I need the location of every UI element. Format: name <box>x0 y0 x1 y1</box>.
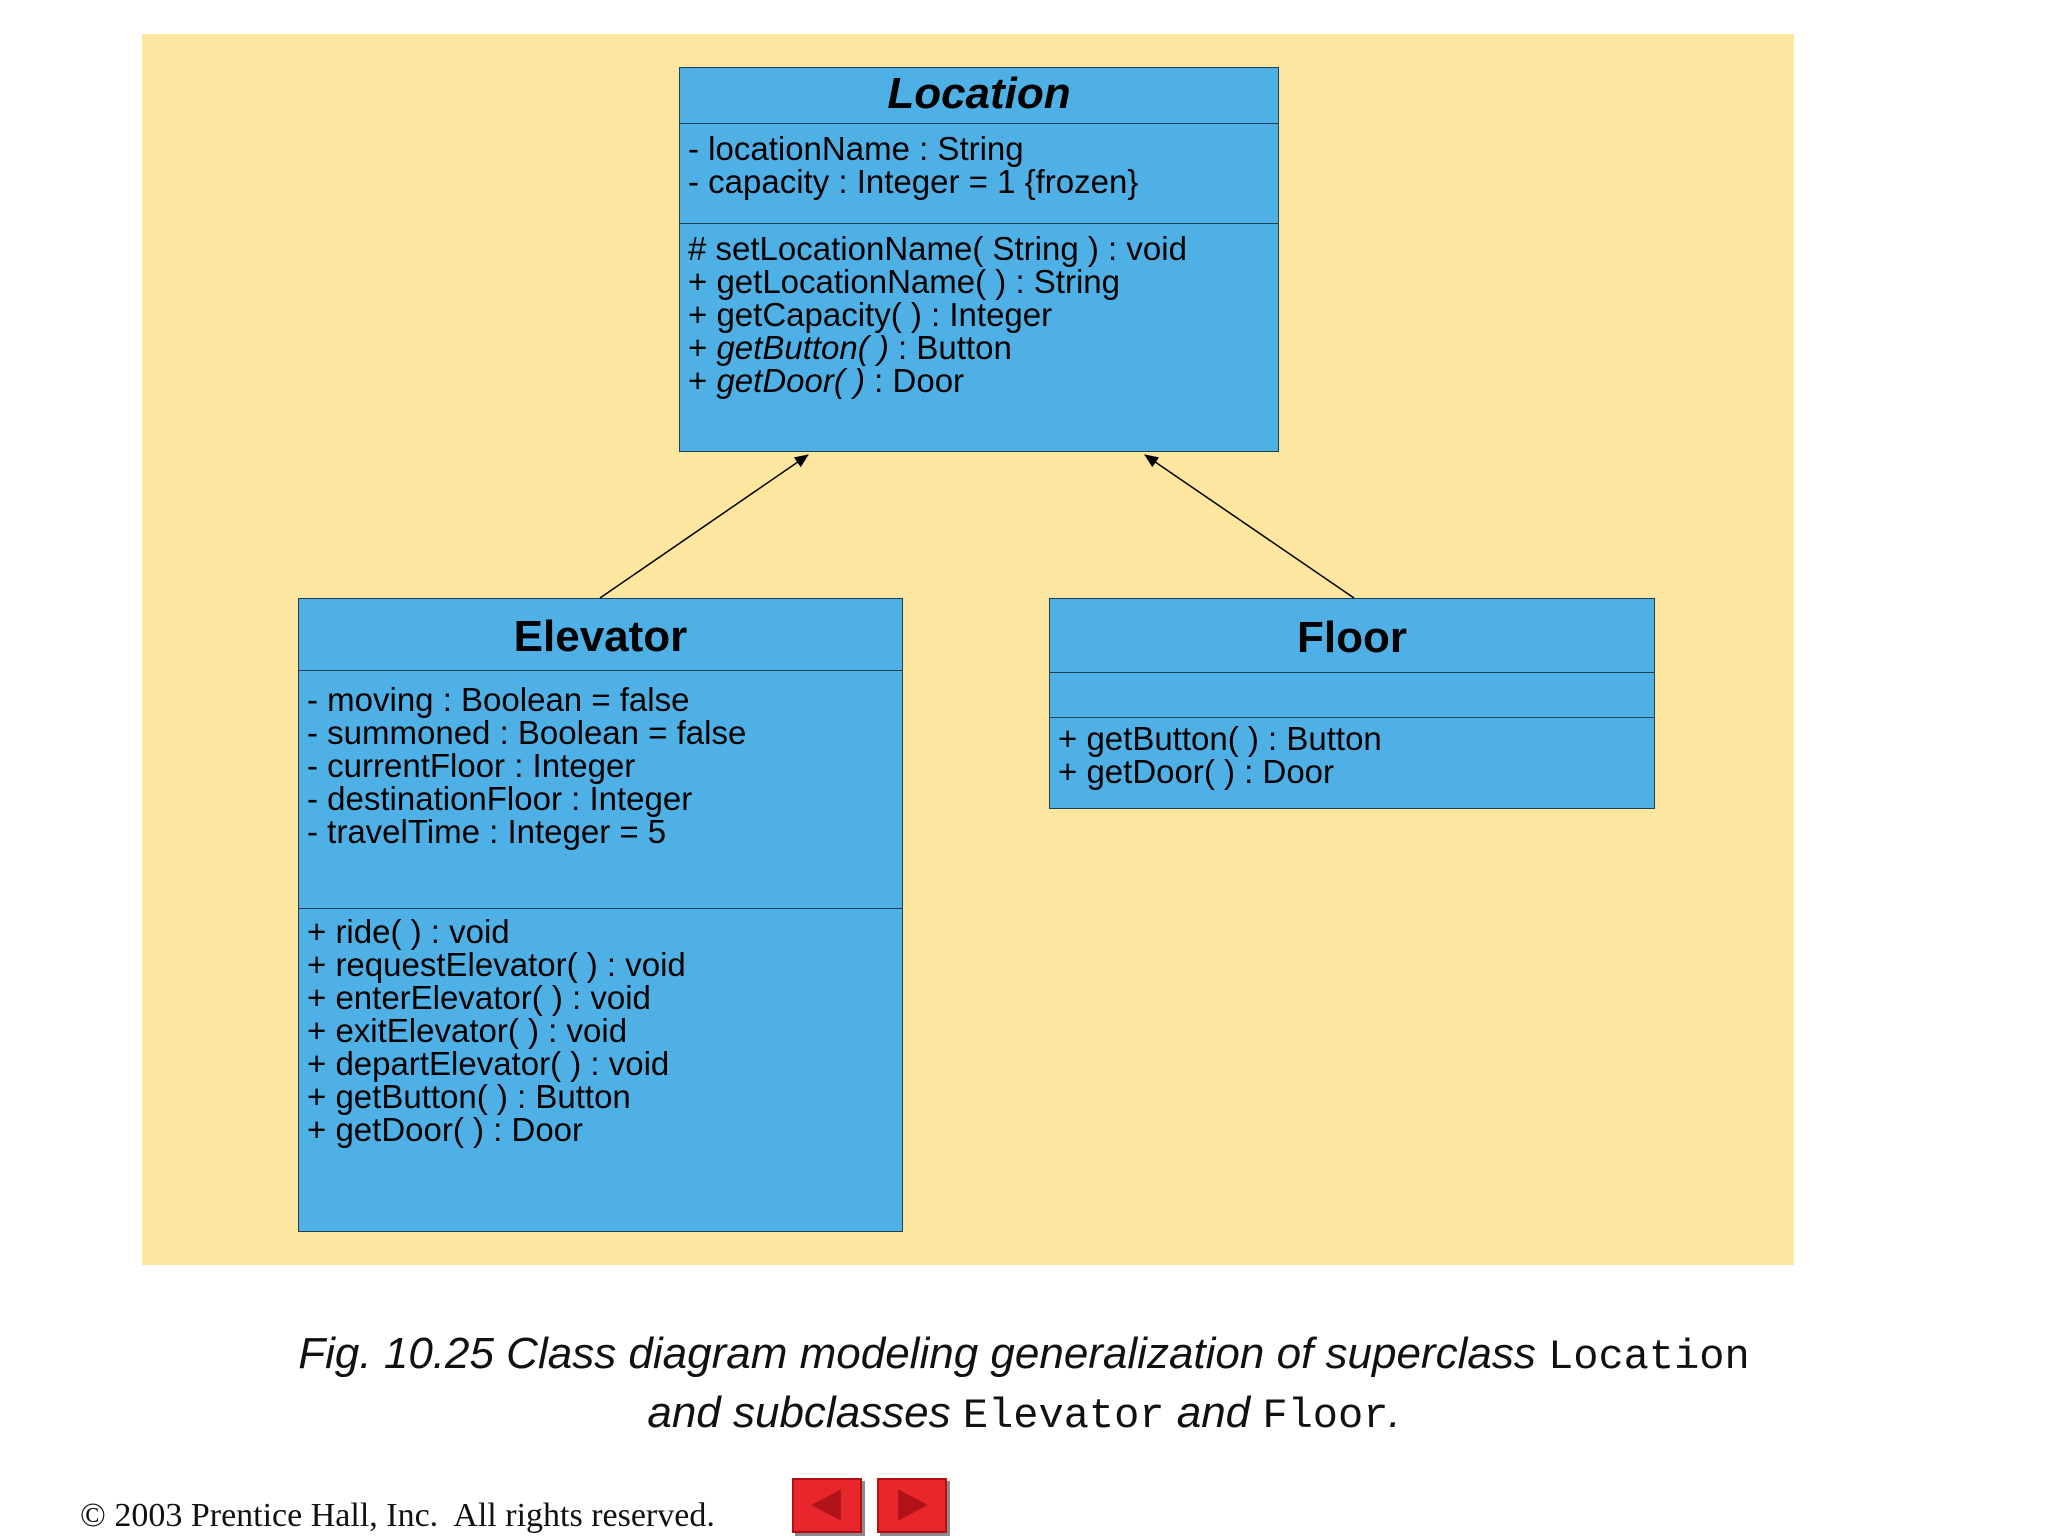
previous-slide-button[interactable] <box>792 1478 862 1533</box>
location-attributes: - locationName : String - capacity : Int… <box>680 124 1278 224</box>
location-operation: # setLocationName( String ) : void <box>688 232 1278 265</box>
right-arrow-icon <box>898 1489 928 1521</box>
location-attribute: - locationName : String <box>688 130 1024 167</box>
caption-line-2: and subclasses Elevator and Floor. <box>0 1385 2048 1444</box>
elevator-operation: + requestElevator( ) : void <box>307 946 686 983</box>
location-operation: + getDoor( ) : Door <box>688 364 1278 397</box>
elevator-operation: + departElevator( ) : void <box>307 1045 670 1082</box>
class-location: Location - locationName : String - capac… <box>679 67 1279 452</box>
floor-operation: + getButton( ) : Button <box>1058 720 1382 757</box>
copyright-notice: © 2003 Prentice Hall, Inc. All rights re… <box>80 1497 715 1534</box>
operation-return: : Button <box>888 329 1012 366</box>
location-operation: + getButton( ) : Button <box>688 331 1278 364</box>
operation-name-abstract: getDoor( ) <box>716 362 866 399</box>
class-floor: Floor + getButton( ) : Button + getDoor(… <box>1049 598 1655 809</box>
location-attribute: - capacity : Integer = 1 {frozen} <box>688 163 1139 200</box>
elevator-operations: + ride( ) : void + requestElevator( ) : … <box>299 909 902 1231</box>
left-arrow-icon <box>811 1489 841 1521</box>
elevator-operation: + exitElevator( ) : void <box>307 1012 628 1049</box>
operation-return: : Integer <box>921 296 1053 333</box>
generalization-floor-to-location <box>1144 454 1355 599</box>
floor-attributes <box>1050 673 1654 718</box>
operation-name: setLocationName( String ) <box>715 230 1099 267</box>
operation-return: : String <box>1006 263 1120 300</box>
elevator-attribute: - travelTime : Integer = 5 <box>307 813 667 850</box>
elevator-attribute: - destinationFloor : Integer <box>307 780 693 817</box>
operation-visibility: + <box>688 296 717 333</box>
next-slide-button[interactable] <box>877 1478 947 1533</box>
operation-name: getLocationName( ) <box>716 263 1007 300</box>
caption-code: Floor <box>1262 1392 1389 1440</box>
elevator-operation: + getButton( ) : Button <box>307 1078 631 1115</box>
caption-text: and <box>1164 1388 1263 1437</box>
operation-visibility: + <box>688 263 717 300</box>
elevator-operation: + ride( ) : void <box>307 913 510 950</box>
operation-return: : Door <box>865 362 965 399</box>
location-operations: # setLocationName( String ) : void + get… <box>680 224 1278 451</box>
class-elevator: Elevator - moving : Boolean = false - su… <box>298 598 903 1232</box>
operation-return: : void <box>1098 230 1187 267</box>
elevator-operation: + enterElevator( ) : void <box>307 979 651 1016</box>
location-operation: + getLocationName( ) : String <box>688 265 1278 298</box>
operation-visibility: # <box>688 230 716 267</box>
class-name-floor: Floor <box>1050 599 1654 673</box>
elevator-operation: + getDoor( ) : Door <box>307 1111 584 1148</box>
elevator-attribute: - currentFloor : Integer <box>307 747 636 784</box>
operation-name: getCapacity( ) <box>716 296 922 333</box>
figure-caption: Fig. 10.25 Class diagram modeling genera… <box>0 1326 2048 1444</box>
operation-visibility: + <box>688 329 717 366</box>
caption-text: . <box>1388 1388 1401 1437</box>
floor-operations: + getButton( ) : Button + getDoor( ) : D… <box>1050 718 1654 808</box>
caption-code: Location <box>1548 1333 1750 1381</box>
class-name-location: Location <box>680 68 1278 124</box>
caption-text: and subclasses <box>647 1388 963 1437</box>
caption-code: Elevator <box>962 1392 1165 1440</box>
floor-operation: + getDoor( ) : Door <box>1058 753 1335 790</box>
operation-visibility: + <box>688 362 717 399</box>
generalization-elevator-to-location <box>599 454 809 599</box>
caption-line-1: Fig. 10.25 Class diagram modeling genera… <box>0 1326 2048 1385</box>
elevator-attribute: - summoned : Boolean = false <box>307 714 747 751</box>
elevator-attributes: - moving : Boolean = false - summoned : … <box>299 671 902 909</box>
location-operation: + getCapacity( ) : Integer <box>688 298 1278 331</box>
elevator-attribute: - moving : Boolean = false <box>307 681 690 718</box>
class-name-elevator: Elevator <box>299 599 902 671</box>
operation-name-abstract: getButton( ) <box>716 329 889 366</box>
caption-text: Fig. 10.25 Class diagram modeling genera… <box>298 1329 1549 1378</box>
